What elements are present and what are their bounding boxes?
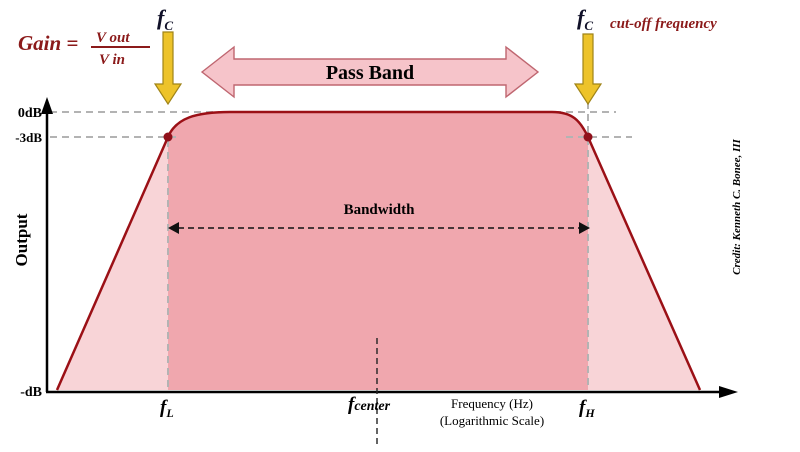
cutoff-point-low — [163, 132, 173, 142]
tick-minus3db: -3dB — [15, 130, 42, 145]
cutoff-arrows — [153, 31, 603, 106]
response-curve-region — [57, 112, 700, 390]
bandwidth-annotation: Bandwidth — [168, 202, 590, 234]
fh-label: fH — [579, 397, 595, 420]
formula-numerator: V out — [96, 30, 130, 46]
passband-arrow: Pass Band — [200, 45, 540, 99]
passband-label: Pass Band — [326, 62, 414, 84]
bandwidth-label: Bandwidth — [344, 202, 416, 218]
x-axis-subtitle: (Logarithmic Scale) — [440, 413, 544, 428]
x-axis-title: Frequency (Hz) — [451, 396, 533, 411]
tick-minusdb: -dB — [20, 385, 42, 400]
cutoff-arrow-left — [153, 31, 183, 106]
gain-label: Gain = — [18, 31, 78, 55]
cutoff-arrow-right — [573, 33, 603, 106]
passband-fill — [168, 112, 588, 390]
y-axis-arrowhead — [41, 97, 53, 114]
credit-text: Credit: Kenneth C. Bonee, III — [731, 138, 743, 274]
passband-arrow-shape — [200, 45, 540, 99]
y-axis-title: Output — [12, 213, 31, 266]
formula-denominator: V in — [99, 52, 125, 68]
response-curve — [55, 110, 702, 391]
fl-label: fL — [160, 397, 174, 420]
fc-label-left: fC — [157, 5, 173, 33]
bandwidth-arrowhead-left — [168, 222, 179, 234]
gain-formula: Gain = V out V in — [18, 30, 150, 68]
fc-label-right: fC — [577, 5, 593, 33]
cutoff-point-high — [583, 132, 593, 142]
fcenter-label: fcenter — [348, 394, 391, 415]
y-axis-labels: Output 0dB -3dB -dB — [12, 106, 42, 400]
x-axis-arrowhead — [719, 386, 738, 398]
x-axis-labels: fL fcenter fH Frequency (Hz) (Logarithmi… — [160, 394, 595, 428]
bandwidth-arrowhead-right — [579, 222, 590, 234]
axes — [41, 97, 738, 398]
cutoff-frequency-label: cut-off frequency — [610, 16, 717, 32]
tick-0db: 0dB — [18, 106, 42, 121]
